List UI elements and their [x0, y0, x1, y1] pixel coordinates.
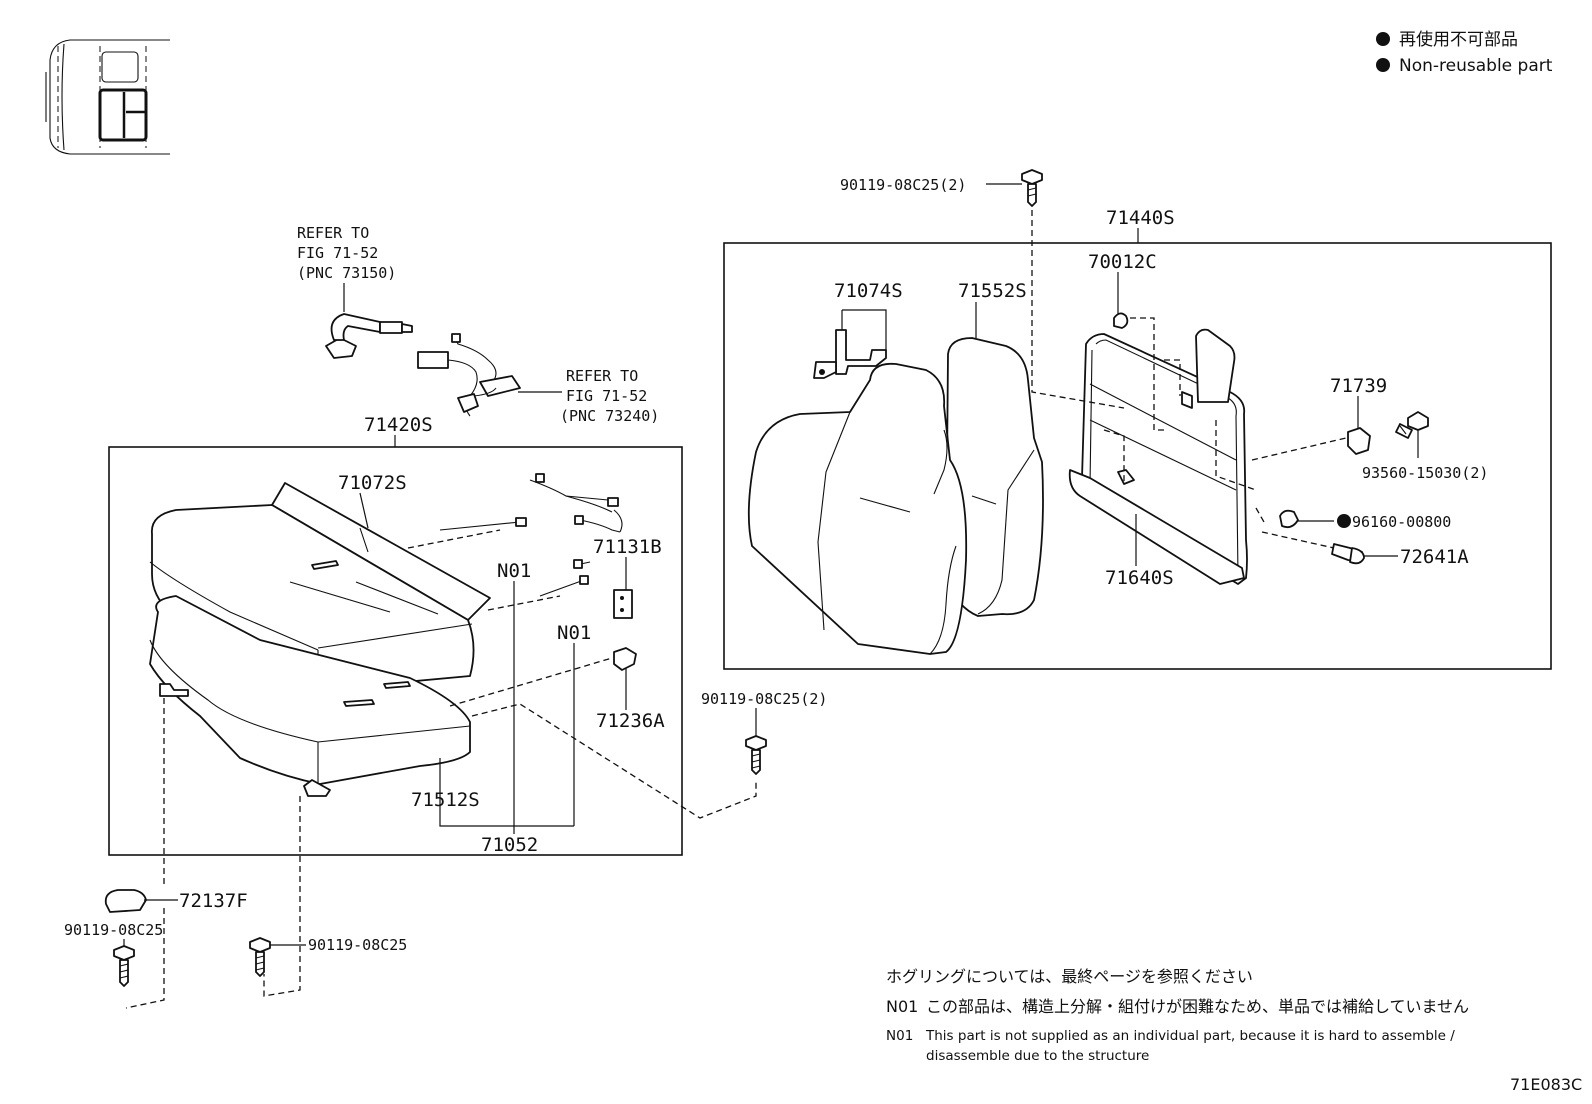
seatback-cover — [747, 362, 968, 655]
seatback-frame — [1068, 328, 1248, 585]
wire-harness-icon — [439, 473, 623, 597]
seat-hook-left — [159, 683, 189, 697]
bolt-label-center[interactable]: 90119-08C25(2) — [701, 690, 827, 708]
seat-belt-icon — [325, 313, 413, 359]
part-71440S[interactable]: 71440S — [1106, 207, 1175, 229]
clip-71236A — [613, 647, 637, 671]
part-71640S[interactable]: 71640S — [1105, 567, 1174, 589]
cap-72137F — [104, 889, 147, 913]
bolt-label-top[interactable]: 90119-08C25(2) — [840, 176, 966, 194]
bolt-left-icon — [113, 945, 135, 987]
refer-buckle-label[interactable]: REFER TO FIG 71-52 (PNC 73240) — [560, 367, 659, 425]
vehicle-locator-icon — [45, 39, 170, 155]
part-71072S[interactable]: 71072S — [338, 472, 407, 494]
note-hog-ring: ホグリングについては、最終ページを参照ください — [886, 967, 1253, 986]
notes: ホグリングについては、最終ページを参照ください N01 この部品は、構造上分解・… — [886, 967, 1469, 1064]
bolt-center-icon — [745, 735, 767, 775]
svg-text:REFER TO: REFER TO — [297, 224, 369, 242]
bolt-label-mid[interactable]: 90119-08C25 — [308, 936, 407, 954]
seat-cushion-pad — [149, 595, 471, 785]
bolt-top-icon — [1021, 169, 1043, 207]
part-N01-b[interactable]: N01 — [557, 622, 591, 644]
svg-text:(PNC 73240): (PNC 73240) — [560, 407, 659, 425]
part-70012C[interactable]: 70012C — [1088, 251, 1157, 273]
note-n01-jp: この部品は、構造上分解・組付けが困難なため、単品では補給していません — [926, 997, 1469, 1016]
clip-71131B — [613, 589, 633, 619]
refer-belt-label[interactable]: REFER TO FIG 71-52 (PNC 73150) — [297, 224, 396, 282]
note-n01-en-line1: This part is not supplied as an individu… — [925, 1028, 1455, 1044]
clip-70012C — [1113, 312, 1129, 329]
non-reusable-dot-icon — [1337, 514, 1351, 528]
part-72641A[interactable]: 72641A — [1400, 546, 1469, 568]
legend: 再使用不可部品 Non-reusable part — [1376, 29, 1553, 76]
nut-71739 — [1347, 427, 1371, 455]
part-71074S[interactable]: 71074S — [834, 280, 903, 302]
note-n01-en-line2: disassemble due to the structure — [926, 1048, 1149, 1064]
non-reusable-dot-icon — [1376, 58, 1390, 72]
part-71420S[interactable]: 71420S — [364, 414, 433, 436]
legend-jp: 再使用不可部品 — [1399, 29, 1518, 50]
svg-text:REFER TO: REFER TO — [566, 367, 638, 385]
note-n01-jp-tag: N01 — [886, 997, 918, 1016]
part-71131B[interactable]: 71131B — [593, 536, 662, 558]
part-71739[interactable]: 71739 — [1330, 375, 1387, 397]
bolt-mid-icon — [249, 937, 271, 977]
svg-text:(PNC 73150): (PNC 73150) — [297, 264, 396, 282]
note-n01-en-tag: N01 — [886, 1028, 913, 1044]
part-72137F[interactable]: 72137F — [179, 890, 248, 912]
legend-en: Non-reusable part — [1399, 56, 1553, 76]
svg-text:FIG 71-52: FIG 71-52 — [566, 387, 647, 405]
part-93560-15030[interactable]: 93560-15030(2) — [1362, 464, 1488, 482]
part-71236A[interactable]: 71236A — [596, 710, 665, 732]
part-96160-00800[interactable]: 96160-00800 — [1352, 513, 1451, 531]
part-71512S[interactable]: 71512S — [411, 789, 480, 811]
bracket-71074S — [813, 329, 887, 379]
part-N01-a[interactable]: N01 — [497, 560, 531, 582]
seat-hook-right — [303, 779, 331, 797]
figure-code: 71E083C — [1510, 1075, 1582, 1094]
svg-text:FIG 71-52: FIG 71-52 — [297, 244, 378, 262]
pin-72641A — [1331, 543, 1365, 565]
part-71052[interactable]: 71052 — [481, 834, 538, 856]
non-reusable-dot-icon — [1376, 32, 1390, 46]
seatback-pad — [945, 337, 1044, 617]
clip-96160 — [1279, 509, 1299, 529]
bolt-label-left[interactable]: 90119-08C25 — [64, 921, 163, 939]
part-71552S[interactable]: 71552S — [958, 280, 1027, 302]
bolt-93560-icon — [1395, 411, 1429, 439]
seat-buckle-icon — [417, 333, 521, 417]
